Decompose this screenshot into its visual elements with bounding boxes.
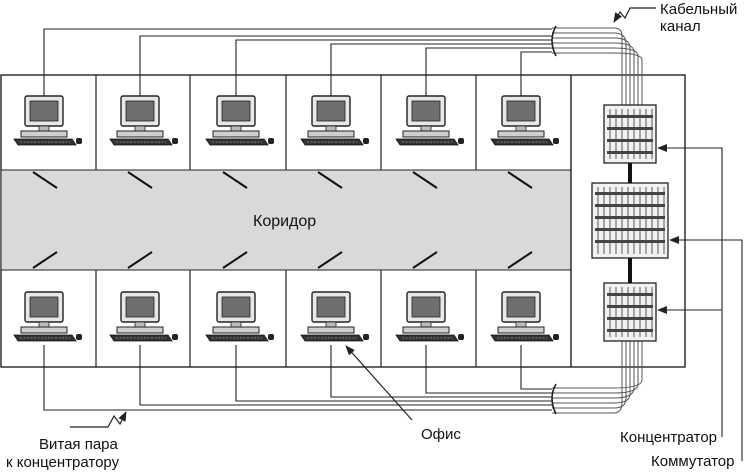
bottom-office-row: [95, 270, 477, 367]
top-office-row: [95, 75, 477, 170]
corridor: [0, 169, 572, 271]
corridor-label: Коридор: [253, 213, 316, 230]
twisted-pair-callout: [70, 411, 127, 428]
cable-channel-label: Кабельный: [660, 1, 737, 18]
device-callouts: [657, 144, 743, 461]
cable-channel-bottom-cap: [551, 383, 557, 415]
cable-channel-bottom: [552, 335, 643, 414]
office-callout: [345, 345, 413, 421]
twisted-pair-label-line2: к концентратору: [6, 454, 120, 471]
top-cables: [43, 28, 552, 100]
door-symbols: [32, 171, 533, 269]
cable-channel-label-line2: канал: [660, 18, 701, 35]
cable-channel-top-cap: [551, 25, 557, 57]
switch-label: Коммутатор: [651, 453, 734, 470]
switch-rack-icon: [591, 182, 669, 259]
twisted-pair-label: Витая пара: [39, 436, 119, 453]
hub-top-rack-icon: [603, 104, 657, 164]
bottom-cables: [43, 345, 552, 411]
hub-bottom-rack-icon: [603, 282, 657, 342]
office-label: Офис: [421, 426, 461, 443]
cable-channel-top: [552, 27, 643, 108]
hub-label: Концентратор: [620, 429, 717, 446]
cable-channel-callout: [613, 7, 656, 23]
